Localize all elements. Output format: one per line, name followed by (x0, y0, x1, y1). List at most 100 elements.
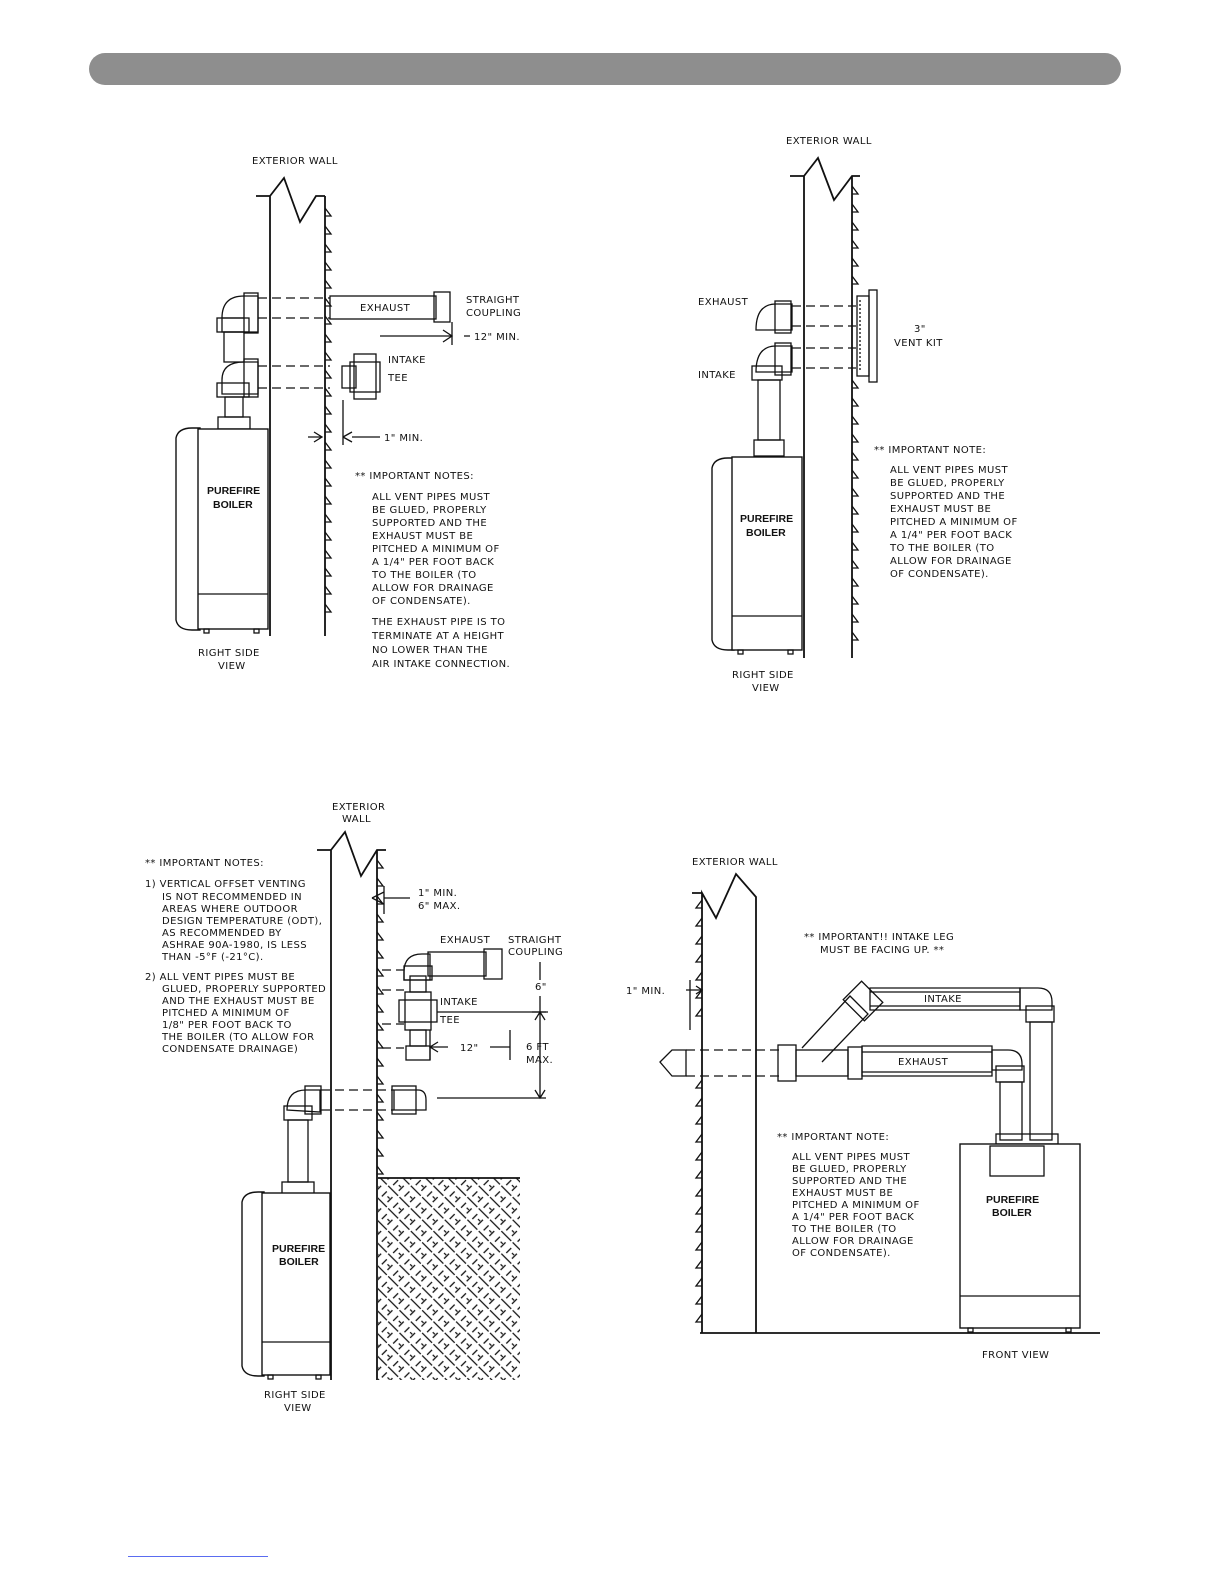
purefire-boiler (175, 427, 269, 634)
coupling-label: COUPLING (466, 308, 521, 319)
notes-title: ** IMPORTANT NOTE: (777, 1132, 889, 1143)
wall-label: EXTERIOR (332, 802, 385, 813)
notes-body: ALL VENT PIPES MUST BE GLUED, PROPERLY S… (791, 1152, 920, 1259)
coupling-label: COUPLING (508, 947, 563, 958)
view-label: VIEW (284, 1403, 312, 1414)
boiler-label: BOILER (992, 1207, 1032, 1219)
boiler-label: PUREFIRE (740, 513, 793, 525)
view-label: RIGHT SIDE (198, 648, 260, 659)
intake-label: INTAKE (924, 994, 962, 1005)
view-label: RIGHT SIDE (732, 670, 794, 681)
svg-text:1) VERTICAL OFFSET VENTING: 1) VERTICAL OFFSET VENTING (145, 879, 306, 890)
exhaust-label: EXHAUST (898, 1057, 949, 1068)
notes-body: 1) VERTICAL OFFSET VENTING IS NOT RECOMM… (145, 879, 326, 1055)
wall-label: EXTERIOR WALL (692, 857, 778, 868)
intake-label: INTAKE (440, 997, 478, 1008)
svg-text:ALL VENT PIPES MUST: ALL VENT PIPES MUST (890, 465, 1008, 476)
svg-text:DESIGN TEMPERATURE (ODT),: DESIGN TEMPERATURE (ODT), (162, 916, 322, 927)
exhaust-label: EXHAUST (360, 303, 411, 314)
svg-text:A 1/4" PER FOOT BACK: A 1/4" PER FOOT BACK (372, 557, 494, 568)
svg-text:ALLOW FOR DRAINAGE: ALLOW FOR DRAINAGE (372, 583, 494, 594)
vent-kit-label: VENT KIT (894, 338, 943, 349)
purefire-boiler (241, 1191, 331, 1380)
coupling-label: STRAIGHT (508, 935, 562, 946)
dimension-label: 6" MAX. (418, 901, 460, 912)
notes-title: ** IMPORTANT NOTE: (874, 445, 986, 456)
svg-text:AND THE EXHAUST MUST BE: AND THE EXHAUST MUST BE (162, 996, 315, 1007)
dimension-label: 1" MIN. (384, 433, 423, 444)
vent-kit-label: 3" (914, 324, 926, 335)
svg-text:TO THE BOILER (TO: TO THE BOILER (TO (791, 1224, 897, 1235)
boiler-label: PUREFIRE (986, 1194, 1039, 1206)
purefire-boiler (711, 456, 803, 655)
wall-label: WALL (342, 814, 371, 825)
svg-text:NO LOWER THAN THE: NO LOWER THAN THE (372, 645, 488, 656)
svg-text:GLUED, PROPERLY SUPPORTED: GLUED, PROPERLY SUPPORTED (162, 984, 326, 995)
dimension-label: 1" MIN. (626, 986, 665, 997)
svg-text:TERMINATE AT A HEIGHT: TERMINATE AT A HEIGHT (371, 631, 505, 642)
view-label: VIEW (752, 683, 780, 694)
svg-text:PITCHED A MINIMUM OF: PITCHED A MINIMUM OF (792, 1200, 920, 1211)
svg-text:CONDENSATE DRAINAGE): CONDENSATE DRAINAGE) (162, 1044, 298, 1055)
svg-text:2) ALL VENT PIPES MUST BE: 2) ALL VENT PIPES MUST BE (145, 972, 295, 983)
svg-text:THAN -5°F (-21°C).: THAN -5°F (-21°C). (161, 952, 264, 963)
view-label: RIGHT SIDE (264, 1390, 326, 1401)
wall-label: EXTERIOR WALL (252, 156, 338, 167)
boiler-label: BOILER (746, 527, 786, 539)
boiler-label: PUREFIRE (272, 1243, 325, 1255)
coupling-label: STRAIGHT (466, 295, 520, 306)
figure-3-vertical-offset: EXTERIOR WALL 1" MIN. 6" MAX. EXHAUST ST… (145, 802, 563, 1414)
dimension-label: 6" (535, 982, 547, 993)
important-label: ** IMPORTANT!! INTAKE LEG (804, 932, 954, 943)
svg-text:SUPPORTED AND THE: SUPPORTED AND THE (372, 518, 487, 529)
important-label: MUST BE FACING UP. ** (820, 945, 944, 956)
boiler-label: BOILER (279, 1256, 319, 1268)
svg-text:AS RECOMMENDED BY: AS RECOMMENDED BY (162, 928, 282, 939)
figure-1-sidewall-coupling: EXTERIOR WALL EXHAUST STRAIGHT COUPLING … (175, 156, 521, 672)
svg-text:THE BOILER (TO ALLOW FOR: THE BOILER (TO ALLOW FOR (161, 1032, 314, 1043)
svg-text:EXHAUST MUST BE: EXHAUST MUST BE (372, 531, 473, 542)
header-bar (89, 53, 1121, 85)
intake-label: INTAKE (388, 355, 426, 366)
svg-text:A 1/4" PER FOOT BACK: A 1/4" PER FOOT BACK (890, 530, 1012, 541)
svg-text:BE GLUED, PROPERLY: BE GLUED, PROPERLY (890, 478, 1005, 489)
purefire-boiler (959, 1143, 1081, 1333)
vent-piping (281, 948, 503, 1195)
svg-text:TO THE BOILER (TO: TO THE BOILER (TO (889, 543, 995, 554)
svg-text:EXHAUST MUST BE: EXHAUST MUST BE (792, 1188, 893, 1199)
notes-body: ALL VENT PIPES MUST BE GLUED, PROPERLY S… (889, 465, 1018, 580)
svg-text:AIR INTAKE CONNECTION.: AIR INTAKE CONNECTION. (372, 659, 510, 670)
exhaust-label: EXHAUST (698, 297, 749, 308)
view-label: FRONT VIEW (982, 1350, 1049, 1361)
svg-text:1/8" PER FOOT BACK TO: 1/8" PER FOOT BACK TO (162, 1020, 292, 1031)
dimension-label: 12" (460, 1043, 479, 1054)
boiler-label: PUREFIRE (207, 485, 260, 497)
svg-text:ALLOW FOR DRAINAGE: ALLOW FOR DRAINAGE (792, 1236, 914, 1247)
svg-text:OF CONDENSATE).: OF CONDENSATE). (372, 596, 471, 607)
intake-label: INTAKE (698, 370, 736, 381)
svg-text:TO THE BOILER (TO: TO THE BOILER (TO (371, 570, 477, 581)
vent-piping (659, 980, 1059, 1145)
tee-label: TEE (439, 1015, 460, 1026)
dimension-label: 12" MIN. (474, 332, 520, 343)
wall-label: EXTERIOR WALL (786, 136, 872, 147)
exterior-wall (790, 156, 860, 658)
notes-body: ALL VENT PIPES MUST BE GLUED, PROPERLY S… (371, 492, 510, 670)
soil (378, 1178, 520, 1380)
svg-text:ALLOW FOR DRAINAGE: ALLOW FOR DRAINAGE (890, 556, 1012, 567)
svg-text:A 1/4" PER FOOT BACK: A 1/4" PER FOOT BACK (792, 1212, 914, 1223)
svg-text:PITCHED A MINIMUM OF: PITCHED A MINIMUM OF (890, 517, 1018, 528)
svg-text:SUPPORTED AND THE: SUPPORTED AND THE (792, 1176, 907, 1187)
notes-title: ** IMPORTANT NOTES: (355, 471, 474, 482)
dimension-label: MAX. (526, 1055, 553, 1066)
dimension-label: 1" MIN. (418, 888, 457, 899)
vent-piping (216, 291, 451, 430)
svg-text:BE GLUED, PROPERLY: BE GLUED, PROPERLY (372, 505, 487, 516)
svg-text:ALL VENT PIPES MUST: ALL VENT PIPES MUST (792, 1152, 910, 1163)
footer-link-underline (128, 1556, 268, 1557)
svg-text:BE GLUED, PROPERLY: BE GLUED, PROPERLY (792, 1164, 907, 1175)
svg-text:IS NOT RECOMMENDED IN: IS NOT RECOMMENDED IN (162, 892, 302, 903)
exterior-wall (256, 176, 333, 636)
svg-text:ALL VENT PIPES MUST: ALL VENT PIPES MUST (372, 492, 490, 503)
